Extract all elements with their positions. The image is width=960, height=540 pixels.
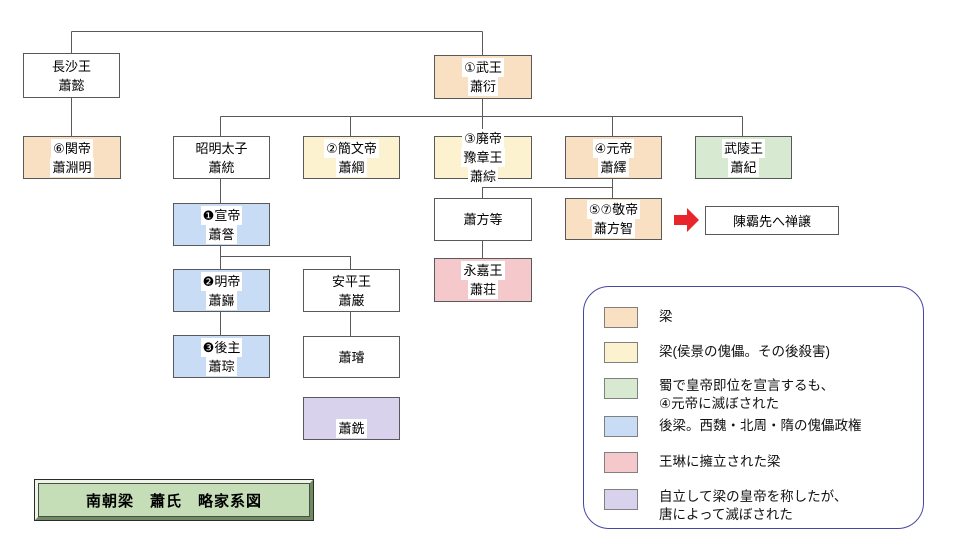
node-xiao-xuan: 蕭璿 — [303, 336, 400, 378]
kan-name: 蕭淵明 — [50, 157, 94, 177]
buryo-title: 武陵王 — [721, 138, 765, 158]
node-xiao-fangdeng: 蕭方等 — [434, 198, 532, 241]
keitei-name: 蕭方智 — [591, 219, 635, 238]
node-koshu: ❸後主 蕭琮 — [173, 335, 270, 378]
sen-name: 蕭璿 — [336, 347, 367, 367]
meitei-name: 蕭巋 — [206, 290, 237, 310]
node-buryo-wang: 武陵王 蕭紀 — [695, 136, 792, 179]
eika-title: 永嘉王 — [461, 261, 505, 280]
kan-title: ⑥関帝 — [51, 138, 93, 158]
legend-label: 王琳に擁立された梁 — [659, 454, 781, 469]
changsha-name: 蕭懿 — [56, 75, 87, 95]
node-eika-wang: 永嘉王 蕭荘 — [434, 258, 532, 302]
node-emperor-kan: ⑥関帝 蕭淵明 — [23, 136, 121, 179]
koshu-name: 蕭琮 — [206, 356, 237, 376]
node-haitei-yoshoo: ③廃帝 豫章王 蕭綜 — [434, 129, 532, 186]
node-emperor-sen: ❶宣帝 蕭詧 — [173, 203, 270, 246]
legend-swatch-blue — [604, 416, 638, 437]
kanbun-name: 蕭綱 — [336, 157, 367, 177]
buryo-name: 蕭紀 — [728, 157, 759, 177]
hoto-name: 蕭方等 — [461, 210, 505, 229]
legend-label-line1: 自立して梁の皇帝を称したが、 — [659, 489, 848, 504]
shomei-name: 蕭統 — [206, 157, 237, 177]
legend-swatch-pink — [604, 452, 638, 473]
koshu-title: ❸後主 — [200, 337, 243, 357]
legend-swatch-yellow — [604, 342, 638, 363]
legend-swatch-peach — [604, 307, 638, 328]
legend-swatch-lavender — [604, 489, 638, 510]
diagram-title-box: 南朝梁 蕭氏 略家系図 — [34, 479, 314, 521]
eika-name: 蕭荘 — [467, 280, 498, 299]
diagram-title: 南朝梁 蕭氏 略家系図 — [38, 483, 310, 517]
gentei-title: ④元帝 — [592, 138, 635, 158]
node-emperor-gen: ④元帝 蕭繹 — [565, 136, 662, 179]
node-changsha-wang: 長沙王 蕭懿 — [23, 53, 120, 98]
keitei-title: ⑤⑦敬帝 — [586, 200, 641, 219]
node-emperor-kei: ⑤⑦敬帝 蕭方智 — [565, 198, 662, 240]
legend-label: 梁 — [659, 309, 673, 324]
legend-label: 後梁。西魏・北周・隋の傀儡政権 — [659, 418, 862, 433]
zenjo-text: 陳霸先へ禅譲 — [732, 211, 811, 230]
wu-title: ①武王 — [462, 58, 504, 77]
sentei-name: 蕭詧 — [206, 224, 237, 244]
zenjo-note: 陳霸先へ禅譲 — [705, 206, 839, 235]
kanbun-title: ②簡文帝 — [324, 138, 379, 158]
xian-name: 蕭銑 — [336, 419, 367, 438]
legend-box: 梁 梁(侯景の傀儡。その後殺害) 蜀で皇帝即位を宣言するも、 ④元帝に滅ぼされた… — [583, 286, 924, 529]
gentei-name: 蕭繹 — [598, 157, 629, 177]
node-anpei-wang: 安平王 蕭巌 — [303, 269, 400, 312]
anpei-name: 蕭巌 — [336, 290, 367, 310]
legend-label-line1: 蜀で皇帝即位を宣言するも、 — [659, 378, 835, 393]
legend-label-line2: 唐によって滅ぼされた — [659, 506, 793, 522]
changsha-title: 長沙王 — [49, 56, 93, 76]
wu-name: 蕭衍 — [467, 77, 498, 96]
node-emperor-kanbun: ②簡文帝 蕭綱 — [303, 136, 400, 179]
legend-label: 蜀で皇帝即位を宣言するも、 ④元帝に滅ぼされた — [659, 377, 834, 412]
haitei-title2: 豫章王 — [461, 148, 505, 167]
legend-label-line2: ④元帝に滅ぼされた — [659, 395, 780, 411]
arrow-right-icon — [674, 208, 699, 232]
anpei-title: 安平王 — [329, 271, 373, 291]
node-shomei-taishi: 昭明太子 蕭統 — [173, 136, 270, 179]
meitei-title: ❷明帝 — [200, 271, 243, 291]
node-xiao-xian: 蕭銑 — [303, 397, 400, 440]
sentei-title: ❶宣帝 — [200, 205, 243, 225]
haitei-title: ③廃帝 — [462, 129, 504, 148]
legend-swatch-green — [604, 378, 638, 399]
legend-label: 梁(侯景の傀儡。その後殺害) — [659, 344, 830, 359]
node-emperor-mei: ❷明帝 蕭巋 — [173, 269, 270, 312]
haitei-name: 蕭綜 — [467, 167, 498, 186]
legend-label: 自立して梁の皇帝を称したが、 唐によって滅ぼされた — [659, 488, 847, 523]
shomei-title: 昭明太子 — [193, 138, 250, 158]
node-emperor-wu: ①武王 蕭衍 — [434, 55, 532, 99]
